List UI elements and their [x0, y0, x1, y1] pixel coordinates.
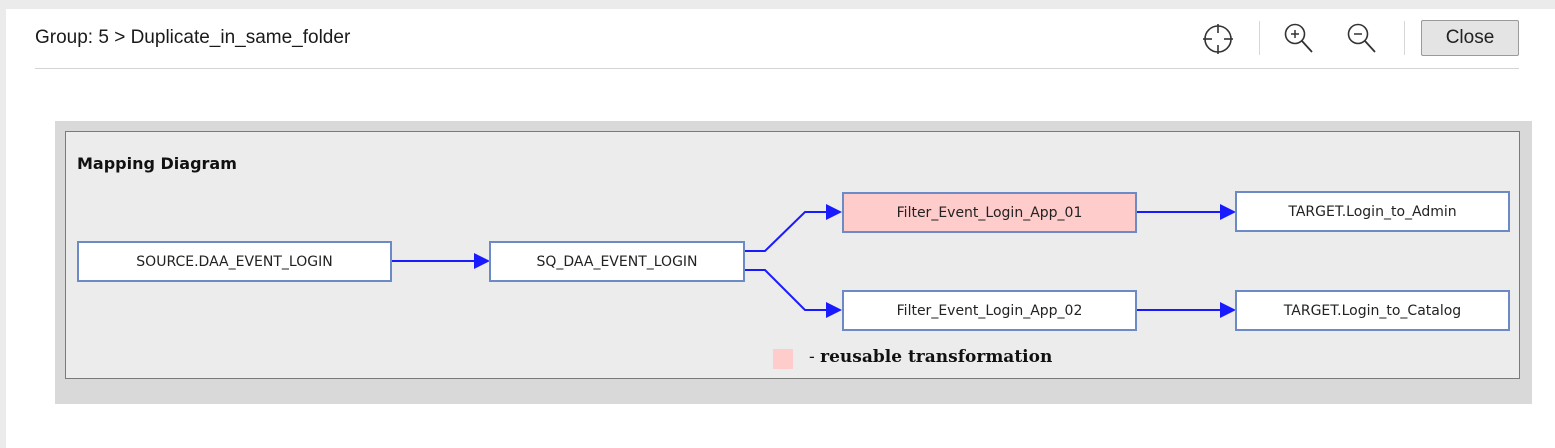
node-target-1[interactable]: TARGET.Login_to_Admin	[1235, 191, 1510, 232]
arrowhead	[1220, 204, 1236, 220]
edge-arrowheads	[474, 204, 1236, 318]
node-source-qualifier[interactable]: SQ_DAA_EVENT_LOGIN	[489, 241, 745, 282]
diagram-edges	[392, 204, 1236, 318]
node-label: TARGET.Login_to_Catalog	[1283, 302, 1462, 319]
legend-dash: -	[809, 347, 821, 367]
mapping-diagram: Mapping Diagram SOURCE.	[65, 131, 1520, 379]
node-target-2[interactable]: TARGET.Login_to_Catalog	[1235, 290, 1510, 331]
crosshair-icon[interactable]	[1201, 22, 1235, 56]
close-button[interactable]: Close	[1421, 20, 1519, 56]
dialog-panel: Group: 5 > Duplicate_in_same_folder Clos…	[6, 9, 1555, 448]
arrowhead	[826, 302, 842, 318]
diagram-container: Mapping Diagram SOURCE.	[55, 121, 1532, 404]
edge-sq-to-filter-1	[745, 211, 828, 252]
arrowhead	[1220, 302, 1236, 318]
legend-text: reusable transformation	[820, 347, 1053, 367]
node-label: SOURCE.DAA_EVENT_LOGIN	[136, 253, 333, 270]
edge-sq-to-filter-2	[745, 269, 828, 311]
node-label: Filter_Event_Login_App_02	[896, 302, 1083, 319]
node-label: Filter_Event_Login_App_01	[896, 204, 1083, 221]
zoom-in-icon[interactable]	[1282, 22, 1316, 56]
page-title: Group: 5 > Duplicate_in_same_folder	[35, 27, 351, 48]
toolbar-separator	[1404, 21, 1405, 55]
node-label: TARGET.Login_to_Admin	[1288, 203, 1457, 220]
zoom-out-icon[interactable]	[1345, 22, 1379, 56]
toolbar-separator	[1259, 21, 1260, 55]
legend-label: - reusable transformation	[809, 347, 1052, 367]
legend-swatch	[773, 349, 793, 369]
node-filter-2[interactable]: Filter_Event_Login_App_02	[842, 290, 1137, 331]
diagram-title: Mapping Diagram	[77, 154, 237, 173]
arrowhead	[474, 253, 490, 269]
node-filter-1[interactable]: Filter_Event_Login_App_01	[842, 192, 1137, 233]
node-source[interactable]: SOURCE.DAA_EVENT_LOGIN	[77, 241, 392, 282]
arrowhead	[826, 204, 842, 220]
node-label: SQ_DAA_EVENT_LOGIN	[536, 253, 698, 270]
header-divider	[35, 68, 1519, 69]
edge-lines	[392, 211, 1222, 311]
